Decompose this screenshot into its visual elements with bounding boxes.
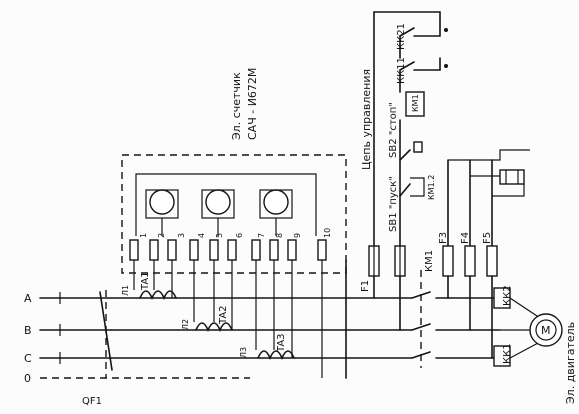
energy-meter: Эл. счетчик САЧ - И672М (121, 68, 347, 378)
breaker-qf1: QF1 (82, 290, 113, 407)
km12-bypass (410, 177, 425, 197)
feeder-lines: КМ1 (111, 250, 501, 368)
terminal-dot (444, 64, 448, 68)
ta1-label: TA1 (140, 271, 151, 291)
motor: M Эл. двигатель (500, 297, 577, 404)
km1-contact (411, 323, 431, 331)
terminal-number: 10 (323, 228, 332, 238)
terminal-dot (444, 28, 448, 32)
fuse-f3 (442, 245, 454, 277)
meter-terminal (167, 239, 177, 261)
breaker-label: QF1 (82, 396, 102, 407)
sb1-contact (399, 183, 411, 197)
current-transformers: TA1 Л1 TA2 Л2 TA3 Л3 (121, 271, 295, 361)
fuse-f1-label: F1 (360, 280, 371, 292)
ta3-coil (257, 350, 295, 361)
meter-element-3 (259, 189, 293, 219)
meter-disc-icon (263, 189, 289, 215)
ta1-coil (139, 290, 177, 301)
ta2-label: TA2 (218, 305, 229, 325)
motor-symbol: M (541, 324, 551, 337)
kk21-wire (413, 23, 441, 37)
meter-element-1 (145, 189, 179, 219)
thermal-relay-kk1-label: КК1 (502, 343, 513, 364)
terminal-number: 5 (215, 233, 224, 238)
km1-coil-label: КМ1 (411, 94, 420, 112)
terminal-number: 2 (157, 233, 166, 238)
kk21-label: КК21 (396, 23, 407, 50)
km12-label: КМ1.2 (427, 175, 436, 200)
meter-terminal-block (129, 239, 327, 261)
kk11-wire (413, 57, 441, 71)
meter-disc-icon (149, 189, 175, 215)
ta2-term-l: Л2 (181, 319, 190, 330)
capacitor-wire (448, 149, 530, 161)
start-button-label: SB1 "пуск" (388, 176, 399, 232)
capacitor-block (499, 169, 525, 185)
meter-terminal (209, 239, 219, 261)
ta1-term-l: Л1 (121, 285, 130, 296)
control-circuit-label: Цепь управления (360, 69, 373, 170)
bus-label-b: В (24, 324, 32, 337)
fuse-f5-label: F5 (482, 232, 493, 244)
km1-coil (405, 91, 425, 117)
thermal-relay-kk1 (493, 345, 511, 367)
motor-icon (529, 313, 563, 347)
meter-terminal (317, 239, 327, 261)
meter-terminal (129, 239, 139, 261)
power-bus: А В С 0 (24, 292, 250, 385)
meter-terminal (269, 239, 279, 261)
kk11-label: КК11 (396, 57, 407, 84)
meter-terminal-numbers: 1 2 3 4 5 6 7 8 9 10 (139, 228, 332, 238)
main-contactor-label: КМ1 (424, 250, 435, 272)
meter-caption-line2: САЧ - И672М (246, 68, 259, 140)
terminal-number: 9 (293, 233, 302, 238)
terminal-number: 3 (177, 233, 186, 238)
ta2-coil (195, 322, 233, 333)
ta3-term-l: Л3 (239, 347, 248, 358)
meter-terminal (251, 239, 261, 261)
control-circuit: Цепь управления F1 SB1 "пуск" SB2 "стоп"… (345, 11, 448, 379)
meter-enclosure (121, 154, 347, 274)
fuse-f4 (464, 245, 476, 277)
fuse-f3-label: F3 (438, 232, 449, 244)
meter-disc-icon (205, 189, 231, 215)
ta3-label: TA3 (276, 333, 287, 353)
motor-lead (509, 341, 541, 359)
thermal-relay-kk2-label: КК2 (502, 285, 513, 306)
motor-label: Эл. двигатель (564, 322, 577, 404)
kk11-contact (399, 61, 415, 93)
motor-fuses: F3 F4 F5 (438, 149, 530, 359)
meter-terminal (149, 239, 159, 261)
capacitor-wire (492, 184, 525, 197)
stop-button-icon (413, 141, 423, 153)
meter-element-2 (201, 189, 235, 219)
bus-label-c: С (24, 352, 32, 365)
terminal-number: 8 (275, 233, 284, 238)
kk21-contact (399, 27, 415, 59)
meter-terminal (287, 239, 297, 261)
sb2-contact (399, 149, 411, 161)
meter-terminal (227, 239, 237, 261)
bus-label-a: А (24, 292, 32, 305)
fuse-f5 (486, 245, 498, 277)
meter-internal-wire (135, 173, 317, 236)
meter-terminal (189, 239, 199, 261)
meter-caption-line1: Эл. счетчик (230, 72, 243, 140)
motor-lead (509, 297, 541, 319)
terminal-number: 1 (139, 233, 148, 238)
fuse-f4-label: F4 (460, 232, 471, 244)
motor-icon-inner (535, 319, 557, 341)
terminal-number: 6 (235, 233, 244, 238)
thermal-relays: КК2 КК1 (493, 285, 513, 367)
bus-label-neutral: 0 (24, 372, 31, 385)
terminal-number: 4 (197, 233, 206, 238)
terminal-number: 7 (257, 233, 266, 238)
stop-button-label: SB2 "стоп" (388, 102, 399, 158)
